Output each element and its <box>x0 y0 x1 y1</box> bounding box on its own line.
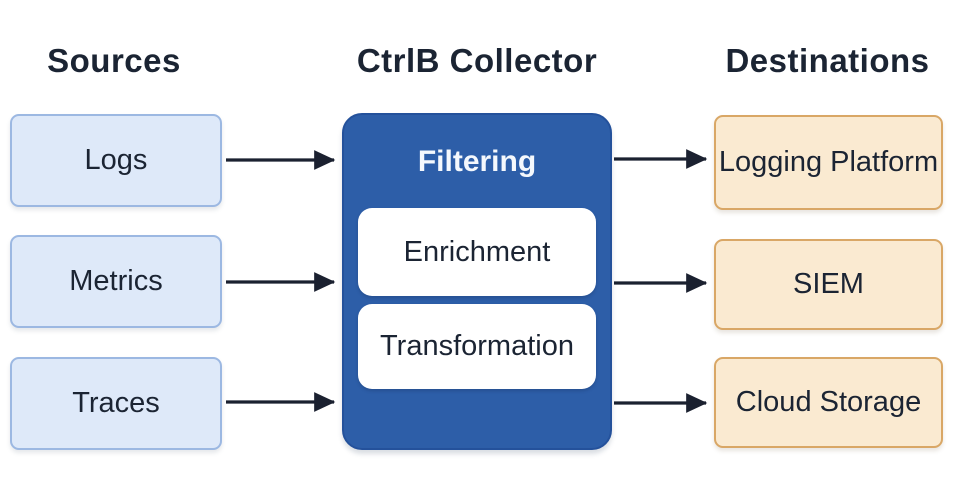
source-node-logs: Logs <box>10 114 222 207</box>
collector-stage-transformation-label: Transformation <box>380 330 574 362</box>
destination-node-logging-platform-label: Logging Platform <box>718 146 939 179</box>
source-node-traces: Traces <box>10 357 222 450</box>
collector-stage-filtering: Filtering <box>417 145 537 178</box>
collector-stage-enrichment: Enrichment <box>358 208 596 296</box>
sources-column-header: Sources <box>47 42 181 79</box>
destination-node-siem: SIEM <box>714 239 943 330</box>
source-node-metrics: Metrics <box>10 235 222 328</box>
source-node-logs-label: Logs <box>84 144 148 177</box>
destination-node-cloud-storage-label: Cloud Storage <box>735 386 922 419</box>
collector-column-header: CtrlB Collector <box>356 42 598 79</box>
destination-node-siem-label: SIEM <box>793 268 864 301</box>
collector-stage-transformation: Transformation <box>358 304 596 389</box>
source-node-traces-label: Traces <box>72 387 160 420</box>
collector-stage-enrichment-label: Enrichment <box>403 235 551 268</box>
collector-block: Filtering Enrichment Transformation <box>342 113 612 450</box>
destination-node-cloud-storage: Cloud Storage <box>714 357 943 448</box>
destinations-column-header: Destinations <box>725 42 930 79</box>
destination-node-logging-platform: Logging Platform <box>714 115 943 210</box>
source-node-metrics-label: Metrics <box>69 265 163 298</box>
